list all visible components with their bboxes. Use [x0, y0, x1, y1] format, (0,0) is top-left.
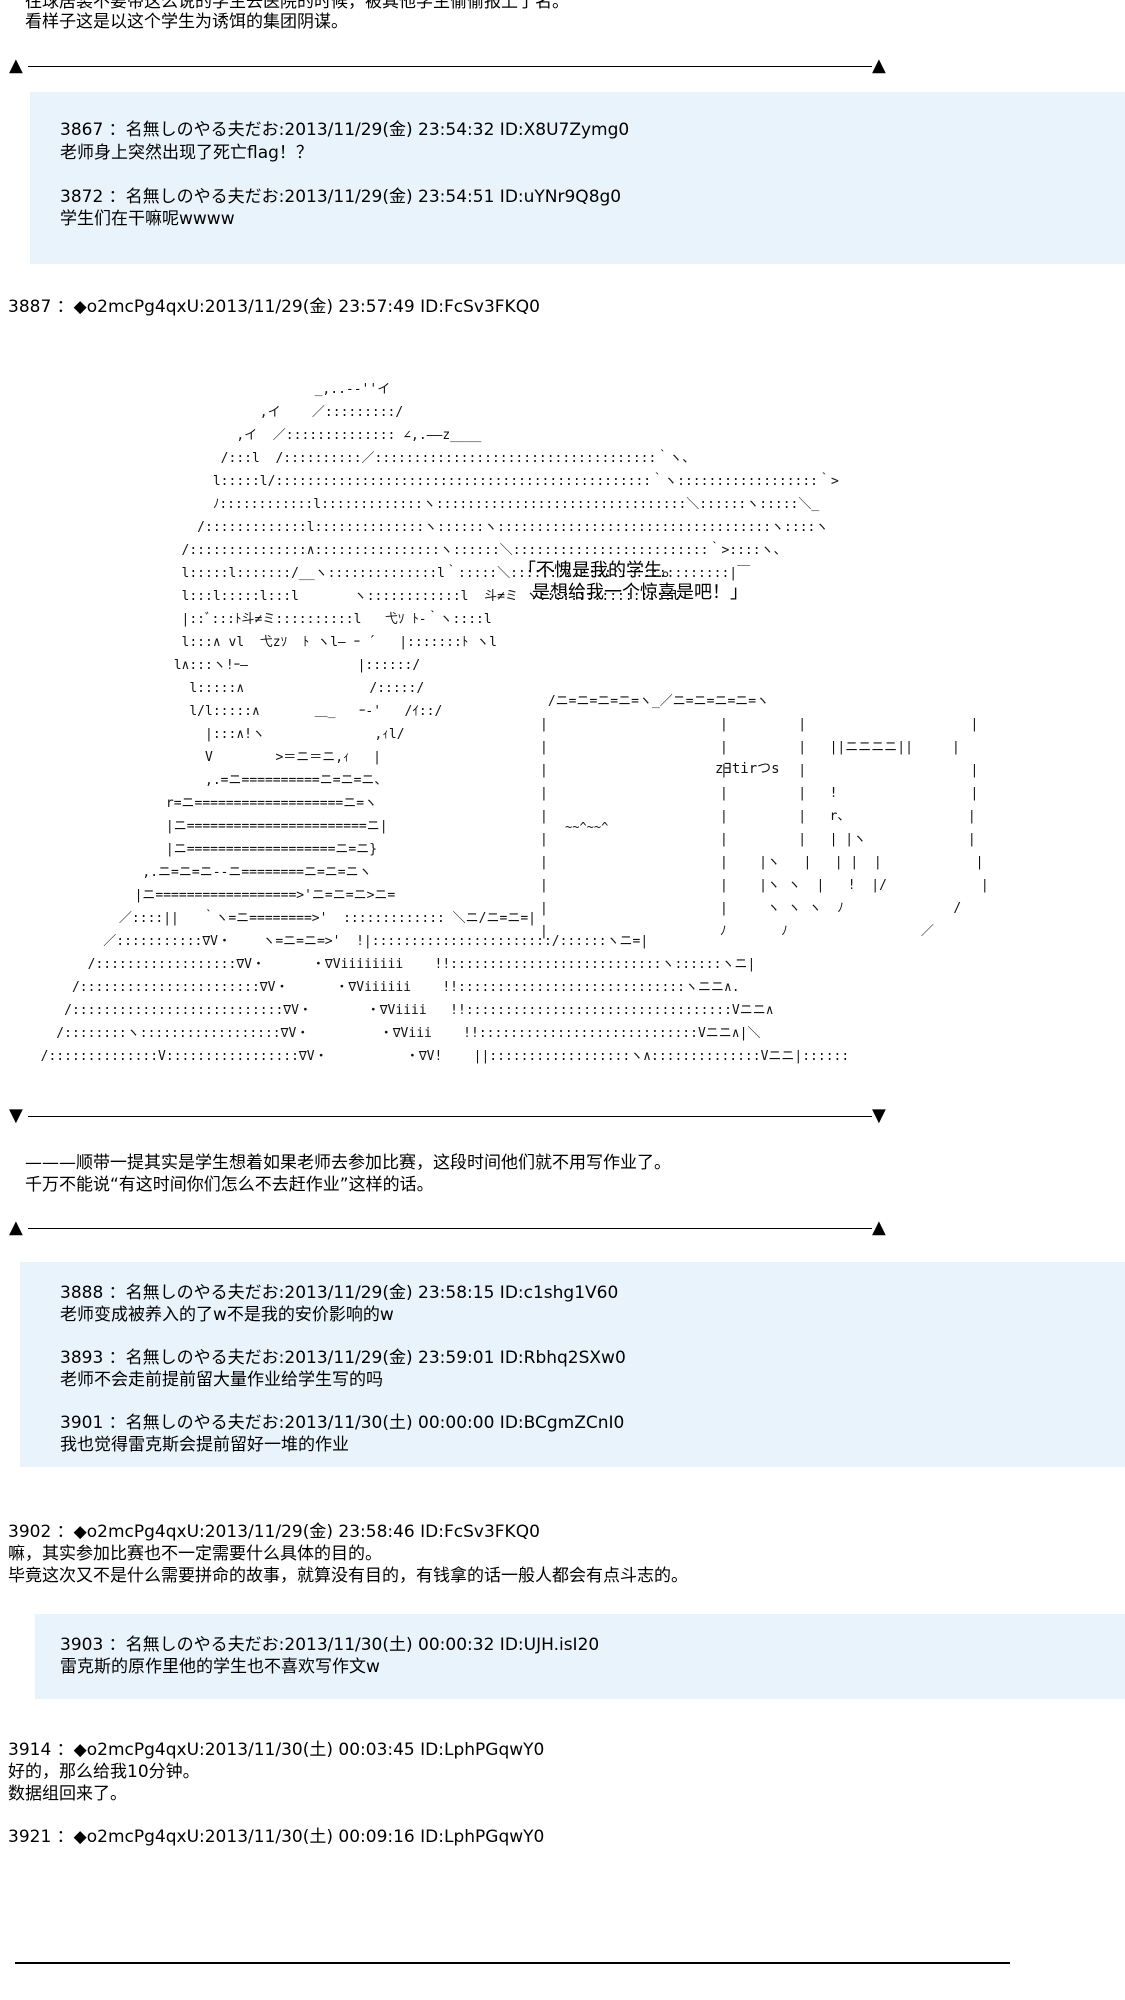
narration-line-1: ———顺带一提其实是学生想着如果老师去参加比赛，这段时间他们就不用写作业了。: [25, 1153, 671, 1173]
divider-down-arrow-left: ▼: [9, 1105, 23, 1126]
post-header: 3872 ：名無しのやる夫だお:2013/11/29(金) 23:54:51 I…: [60, 187, 622, 207]
post-header: 3901 ：名無しのやる夫だお:2013/11/30(土) 00:00:00 I…: [60, 1413, 625, 1433]
speech-line-2: 是想给我一个惊喜是吧！」: [532, 582, 748, 603]
post-body-line-2: 毕竟这次又不是什么需要拼命的故事，就算没有目的，有钱拿的话一般人都会有点斗志的。: [8, 1566, 688, 1586]
divider-up-arrow-right: ▲: [872, 55, 886, 76]
post-body: 老师变成被养入的了w不是我的安价影响的w: [60, 1305, 394, 1325]
post-body-line-1: 好的，那么给我10分钟。: [8, 1762, 200, 1782]
post-body-line-2: 数据组回来了。: [8, 1784, 127, 1804]
divider-line: [28, 66, 872, 67]
ascii-art-gift-box: /ニ=ニ=ニ=ニ=ヽ_／ニ=ニ=ニ=ニ=ヽ | | | | | | | ||ニニ…: [540, 694, 989, 939]
divider-up-arrow-left: ▲: [9, 1217, 23, 1238]
bottom-divider: [15, 1962, 1010, 1964]
post-header: 3903 ：名無しのやる夫だお:2013/11/30(土) 00:00:32 I…: [60, 1635, 600, 1655]
post-header: 3893 ：名無しのやる夫だお:2013/11/29(金) 23:59:01 I…: [60, 1348, 626, 1368]
post-body: 老师身上突然出现了死亡flag！？: [60, 143, 313, 163]
post-header: 3867 ：名無しのやる夫だお:2013/11/29(金) 23:54:32 I…: [60, 120, 630, 140]
quote-block-2: [20, 1262, 1125, 1467]
post-header: 3887 ：◆o2mcPg4qxU:2013/11/29(金) 23:57:49…: [8, 297, 540, 317]
post-body: 我也觉得雷克斯会提前留好一堆的作业: [60, 1435, 349, 1455]
quote-block-1: [30, 92, 1125, 264]
gift-box-text: ~~^~~^: [565, 820, 609, 834]
post-header: 3914 ：◆o2mcPg4qxU:2013/11/30(土) 00:03:45…: [8, 1740, 545, 1760]
post-body: 学生们在干嘛呢wwww: [60, 209, 235, 229]
ascii-art-teacher: _,..-‐''イ ,イ ／:::::::::/ ,イ ／:::::::::::…: [40, 382, 850, 1064]
post-body-line-1: 嘛，其实参加比赛也不一定需要什么具体的目的。: [8, 1544, 382, 1564]
divider-line: [28, 1228, 872, 1229]
narration-line-2: 千万不能说“有这时间你们怎么不去赶作业”这样的话。: [25, 1175, 434, 1195]
divider-line: [28, 1116, 872, 1117]
divider-up-arrow-left: ▲: [9, 55, 23, 76]
intro-line-1: 往球居装不要带这么说的学生去医院的时候，被其他学生偷偷报上了名。: [25, 0, 569, 12]
post-header: 3902 ：◆o2mcPg4qxU:2013/11/29(金) 23:58:46…: [8, 1522, 540, 1542]
post-header: 3921 ：◆o2mcPg4qxU:2013/11/30(土) 00:09:16…: [8, 1827, 545, 1847]
post-body: 老师不会走前提前留大量作业给学生写的吗: [60, 1370, 383, 1390]
divider-down-arrow-right: ▼: [872, 1105, 886, 1126]
post-body: 雷克斯的原作里他的学生也不喜欢写作文w: [60, 1657, 380, 1677]
post-header: 3888 ：名無しのやる夫だお:2013/11/29(金) 23:58:15 I…: [60, 1283, 619, 1303]
quote-block-3: [35, 1614, 1125, 1699]
gift-box-label: z∃tirつs: [715, 761, 780, 777]
intro-line-2: 看样子这是以这个学生为诱饵的集团阴谋。: [25, 12, 348, 32]
divider-up-arrow-right: ▲: [872, 1217, 886, 1238]
speech-line-1: 「不愧是我的学生。: [518, 560, 680, 581]
